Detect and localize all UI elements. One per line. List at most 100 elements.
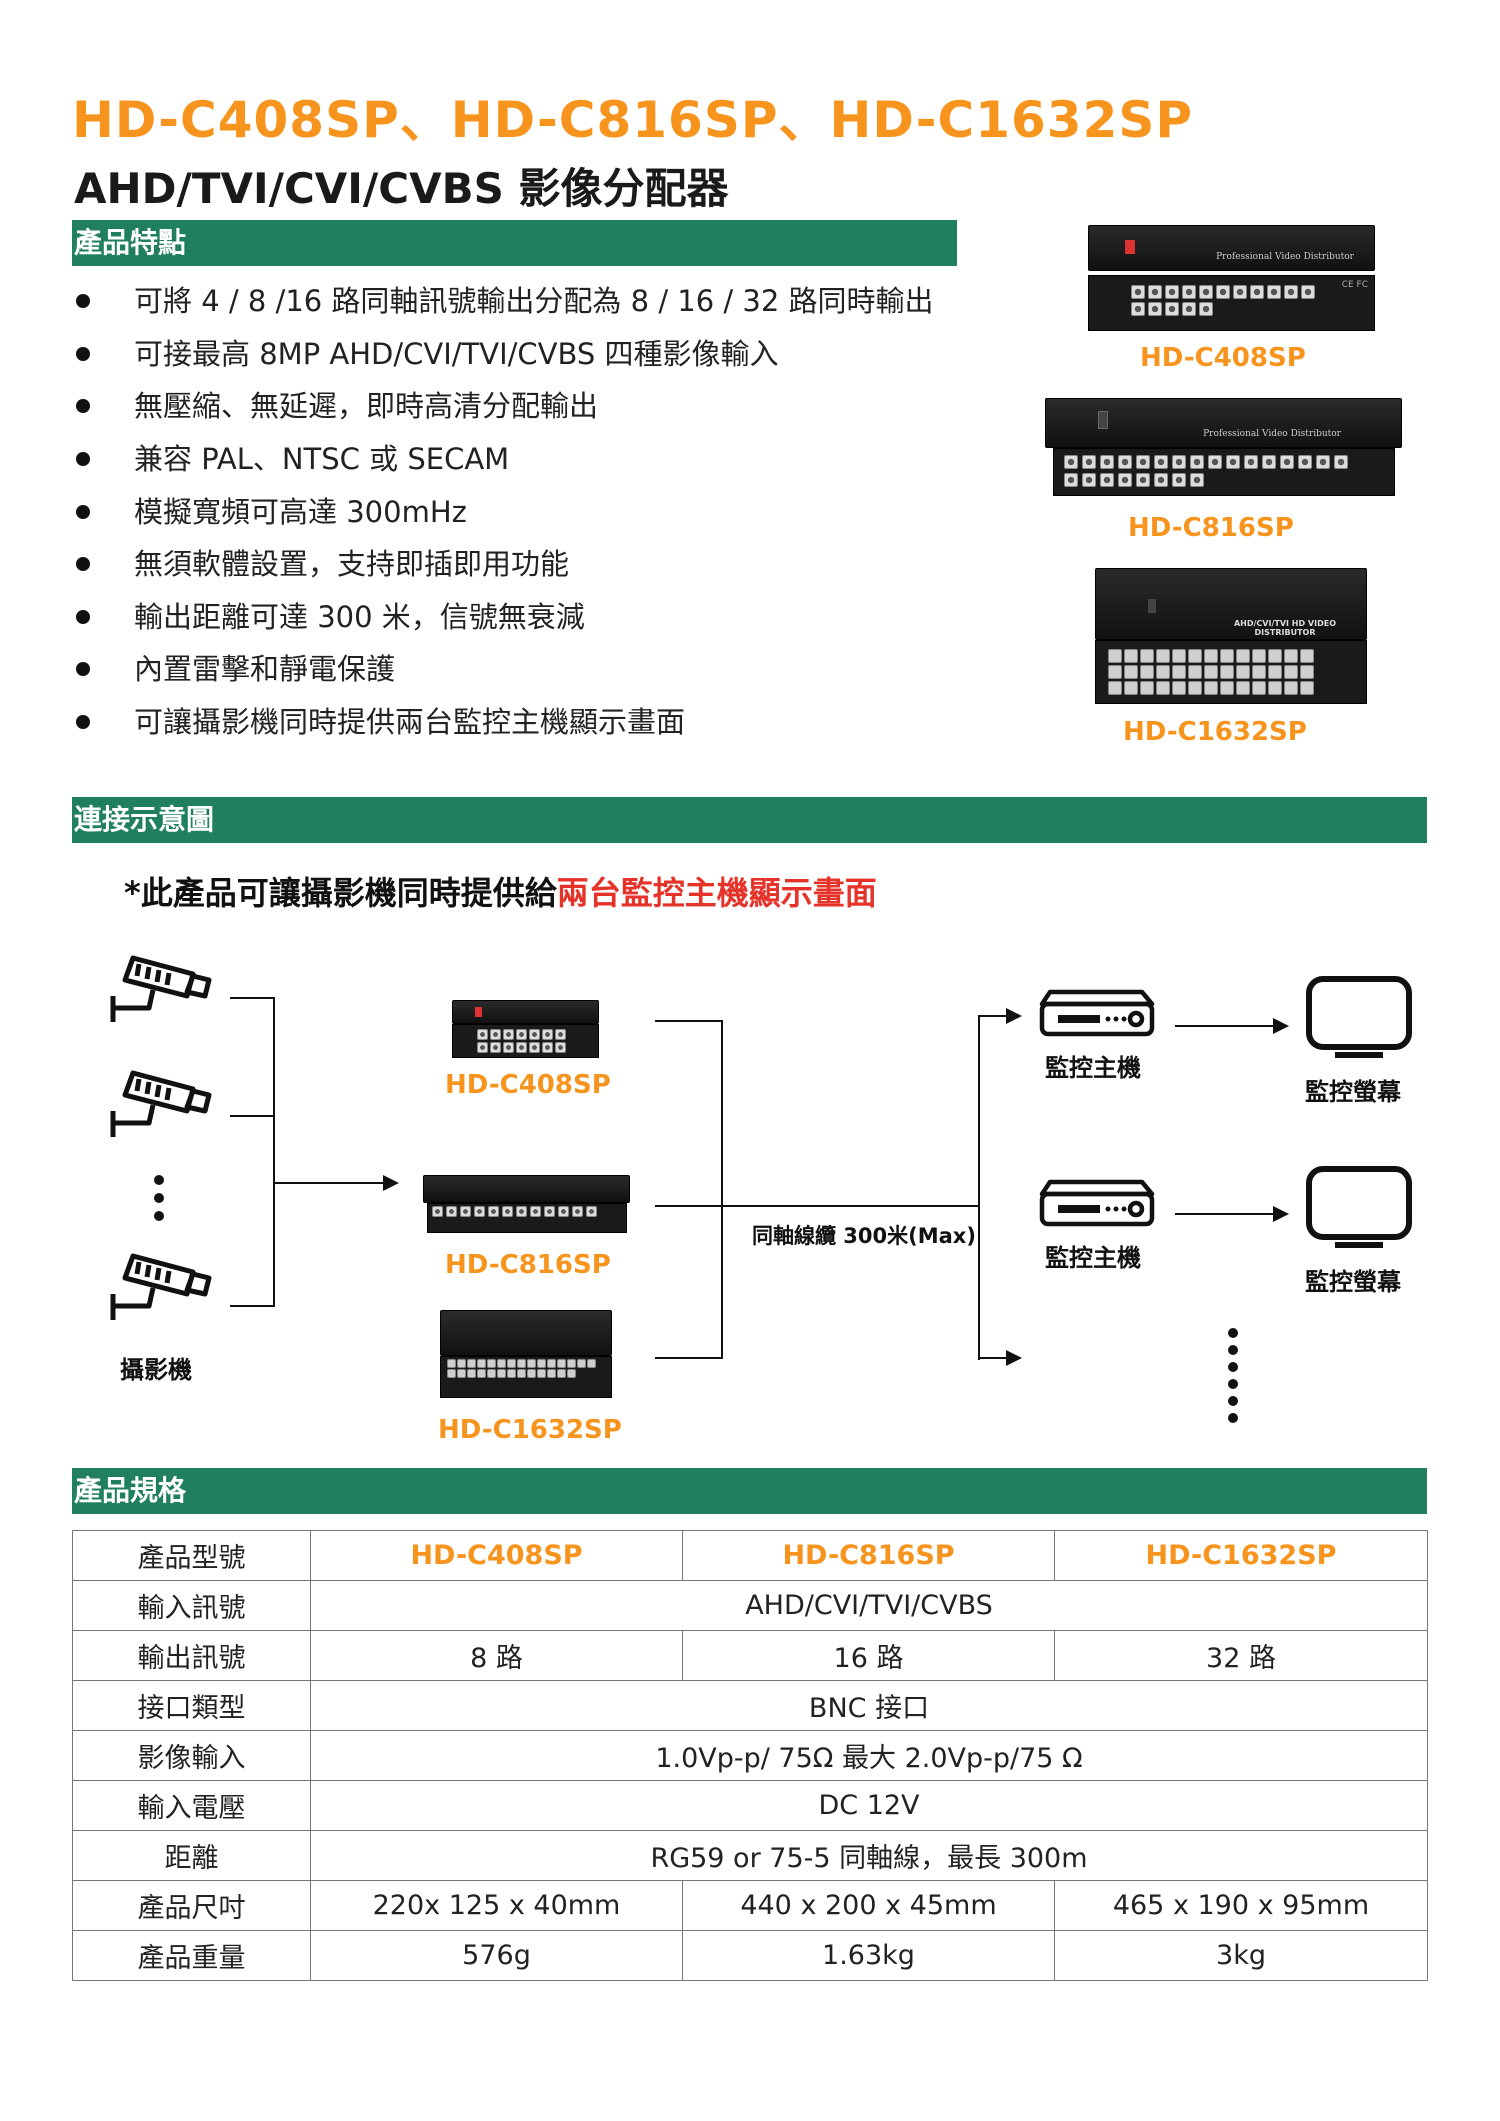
feature-item: 可將 4 / 8 /16 路同軸訊號輸出分配為 8 / 16 / 32 路同時輸…: [74, 275, 984, 328]
dvr-icon: [1039, 1179, 1155, 1227]
arrow-right-icon: [383, 1175, 399, 1191]
feature-item: 無須軟體設置，支持即插即用功能: [74, 538, 984, 591]
ellipsis-dot: [1228, 1396, 1238, 1406]
specs-heading-bar: 產品規格: [72, 1468, 1427, 1514]
spec-cell: 16 路: [682, 1630, 1055, 1681]
bullet-icon: [76, 557, 90, 572]
bullet-icon: [76, 294, 90, 309]
bullet-icon: [76, 452, 90, 467]
ellipsis-dot: [1228, 1345, 1238, 1355]
spec-row-label: 輸入電壓: [72, 1780, 311, 1831]
product-label-hd-c816sp: HD-C816SP: [1128, 513, 1294, 543]
product-image-hd-c816sp: Professional Video Distributor: [1045, 398, 1402, 496]
table-row: 輸入訊號 AHD/CVI/TVI/CVBS: [72, 1580, 1428, 1631]
spec-row-label: 輸入訊號: [72, 1580, 311, 1631]
connection-heading-bar: 連接示意圖: [72, 797, 1427, 843]
spec-row-label: 產品型號: [72, 1530, 311, 1581]
feature-item: 模擬寬頻可高達 300mHz: [74, 485, 984, 538]
bullet-icon: [76, 504, 90, 519]
monitor-icon: [1306, 1166, 1412, 1248]
ellipsis-dot: [1228, 1379, 1238, 1389]
connection-note: *此產品可讓攝影機同時提供給兩台監控主機顯示畫面: [124, 874, 877, 912]
monitor-icon: [1306, 976, 1412, 1058]
diagram-label-hd-c816sp: HD-C816SP: [445, 1250, 611, 1280]
specs-heading: 產品規格: [74, 1474, 187, 1507]
spec-cell: RG59 or 75-5 同軸線，最長 300m: [310, 1830, 1428, 1881]
cable-label: 同軸線纜 300米(Max): [752, 1224, 976, 1248]
spec-cell: 220x 125 x 40mm: [310, 1880, 683, 1931]
diagram-device-hd-c816sp: [423, 1175, 630, 1233]
table-row: 距離 RG59 or 75-5 同軸線，最長 300m: [72, 1830, 1428, 1881]
table-row: 產品型號 HD-C408SP HD-C816SP HD-C1632SP: [72, 1530, 1428, 1581]
spec-row-label: 接口類型: [72, 1680, 311, 1731]
monitor-label: 監控螢幕: [1305, 1268, 1401, 1296]
feature-list: 可將 4 / 8 /16 路同軸訊號輸出分配為 8 / 16 / 32 路同時輸…: [74, 275, 984, 748]
table-row: 產品尺吋 220x 125 x 40mm 440 x 200 x 45mm 46…: [72, 1880, 1428, 1931]
table-row: 輸出訊號 8 路 16 路 32 路: [72, 1630, 1428, 1681]
dvr-icon: [1039, 989, 1155, 1037]
spec-row-label: 產品重量: [72, 1930, 311, 1981]
spec-cell: HD-C816SP: [682, 1530, 1055, 1581]
camera-label: 攝影機: [120, 1356, 192, 1384]
ellipsis-dot: [1228, 1328, 1238, 1338]
product-image-hd-c408sp: Professional Video Distributor CE FC: [1088, 225, 1375, 331]
product-label-hd-c408sp: HD-C408SP: [1140, 343, 1306, 373]
diagram-label-hd-c408sp: HD-C408SP: [445, 1070, 611, 1100]
spec-cell: HD-C1632SP: [1054, 1530, 1428, 1581]
features-heading: 產品特點: [74, 226, 187, 259]
spec-table: 產品型號 HD-C408SP HD-C816SP HD-C1632SP 輸入訊號…: [72, 1530, 1428, 1981]
arrow-right-icon: [1273, 1018, 1289, 1034]
bullet-icon: [76, 662, 90, 677]
page-subtitle: AHD/TVI/CVI/CVBS 影像分配器: [74, 164, 729, 213]
spec-row-label: 影像輸入: [72, 1730, 311, 1781]
spec-row-label: 產品尺吋: [72, 1880, 311, 1931]
spec-cell: 8 路: [310, 1630, 683, 1681]
table-row: 影像輸入 1.0Vp-p/ 75Ω 最大 2.0Vp-p/75 Ω: [72, 1730, 1428, 1781]
spec-cell: HD-C408SP: [310, 1530, 683, 1581]
diagram-label-hd-c1632sp: HD-C1632SP: [438, 1415, 622, 1445]
spec-cell: 1.0Vp-p/ 75Ω 最大 2.0Vp-p/75 Ω: [310, 1730, 1428, 1781]
spec-cell: 1.63kg: [682, 1930, 1055, 1981]
ellipsis-dot: [154, 1193, 164, 1203]
arrow-right-icon: [1273, 1206, 1289, 1222]
table-row: 產品重量 576g 1.63kg 3kg: [72, 1930, 1428, 1981]
spec-cell: 32 路: [1054, 1630, 1428, 1681]
dvr-label: 監控主機: [1045, 1244, 1141, 1272]
spec-cell: 3kg: [1054, 1930, 1428, 1981]
feature-item: 可接最高 8MP AHD/CVI/TVI/CVBS 四種影像輸入: [74, 328, 984, 381]
spec-cell: 465 x 190 x 95mm: [1054, 1880, 1428, 1931]
diagram-device-hd-c1632sp: [440, 1310, 612, 1398]
camera-icon: [110, 1070, 212, 1137]
spec-cell: AHD/CVI/TVI/CVBS: [310, 1580, 1428, 1631]
feature-item: 內置雷擊和靜電保護: [74, 643, 984, 696]
ellipsis-dot: [154, 1175, 164, 1185]
ellipsis-dot: [1228, 1413, 1238, 1423]
features-heading-bar: 產品特點: [72, 220, 957, 266]
camera-icon: [110, 955, 212, 1022]
ellipsis-dot: [154, 1211, 164, 1221]
page-title: HD-C408SP、HD-C816SP、HD-C1632SP: [72, 91, 1194, 149]
bullet-icon: [76, 346, 90, 361]
spec-cell: 440 x 200 x 45mm: [682, 1880, 1055, 1931]
monitor-label: 監控螢幕: [1305, 1078, 1401, 1106]
table-row: 輸入電壓 DC 12V: [72, 1780, 1428, 1831]
spec-row-label: 輸出訊號: [72, 1630, 311, 1681]
product-image-hd-c1632sp: AHD/CVI/TVI HD VIDEO DISTRIBUTOR: [1095, 568, 1367, 704]
dvr-label: 監控主機: [1045, 1054, 1141, 1082]
bullet-icon: [76, 609, 90, 624]
connection-heading: 連接示意圖: [74, 803, 215, 836]
feature-item: 可讓攝影機同時提供兩台監控主機顯示畫面: [74, 696, 984, 749]
camera-icon: [110, 1253, 212, 1320]
ellipsis-dot: [1228, 1362, 1238, 1372]
spec-cell: BNC 接口: [310, 1680, 1428, 1731]
product-label-hd-c1632sp: HD-C1632SP: [1123, 717, 1307, 747]
spec-row-label: 距離: [72, 1830, 311, 1881]
feature-item: 兼容 PAL、NTSC 或 SECAM: [74, 433, 984, 486]
feature-item: 輸出距離可達 300 米，信號無衰減: [74, 591, 984, 644]
spec-cell: DC 12V: [310, 1780, 1428, 1831]
bullet-icon: [76, 399, 90, 414]
feature-item: 無壓縮、無延遲，即時高清分配輸出: [74, 380, 984, 433]
bullet-icon: [76, 715, 90, 730]
table-row: 接口類型 BNC 接口: [72, 1680, 1428, 1731]
arrow-right-icon: [1006, 1008, 1022, 1024]
